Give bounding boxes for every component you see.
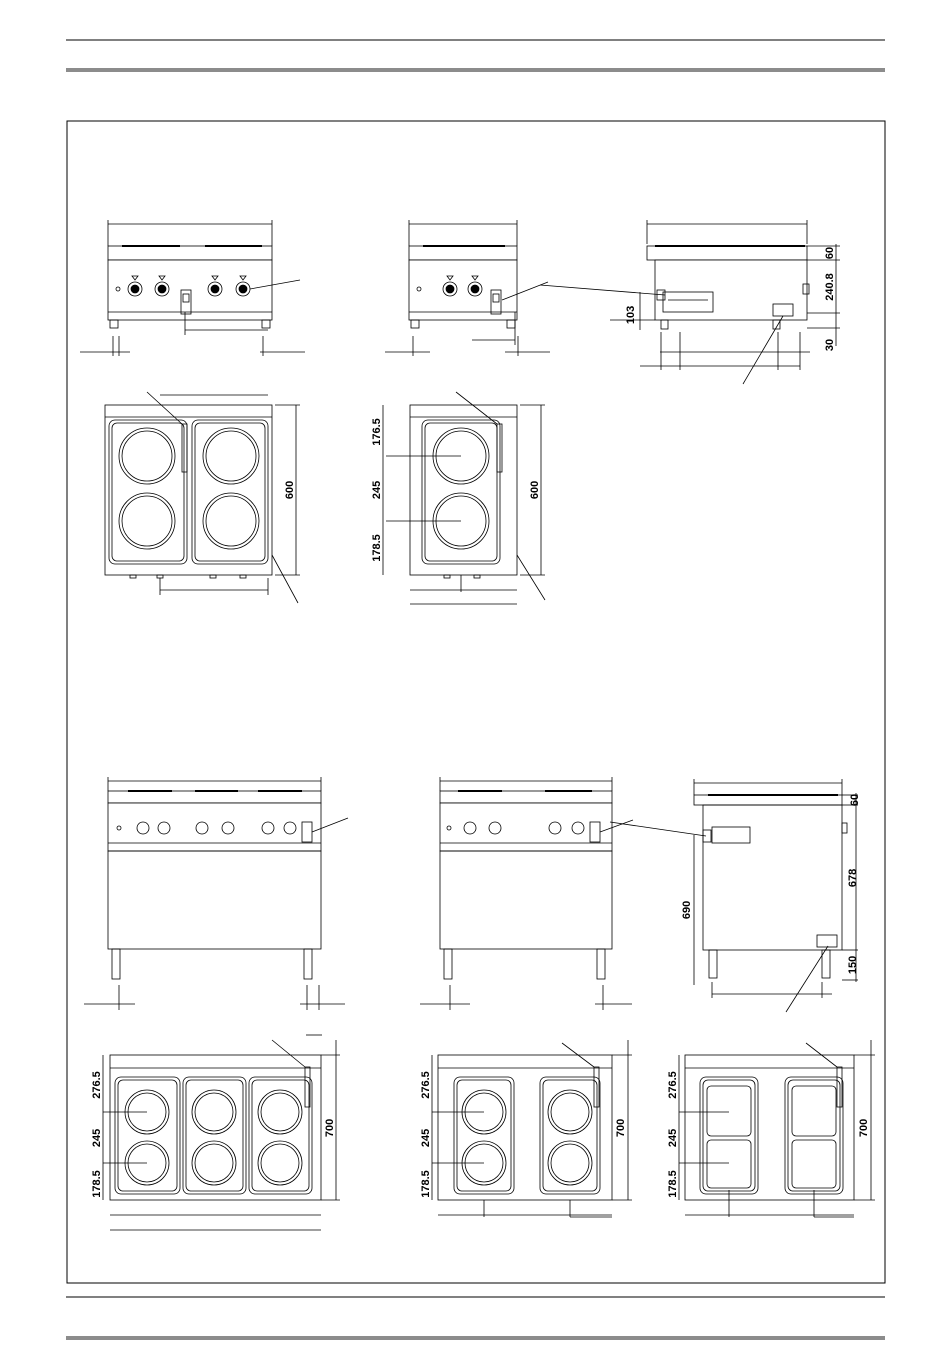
dim-big-side-body: 678 (847, 869, 859, 887)
dim-6-zone-rear: 276.5 (91, 1071, 103, 1099)
dim-side-connection-height: 103 (625, 306, 637, 324)
dim-big-side-foot: 150 (847, 956, 859, 974)
dim-4-zone-range-rear: 276.5 (420, 1071, 432, 1099)
plan-view-solid-plate-range (679, 1040, 875, 1217)
plan-view-4-zone-range (432, 1040, 632, 1217)
dim-zone-mid-2-zone: 245 (371, 481, 383, 499)
page-footer-rules (66, 1297, 885, 1340)
dim-zone-rear-2-zone: 176.5 (371, 418, 383, 446)
dim-4-zone-range-front: 178.5 (420, 1170, 432, 1198)
front-view-6-zone-range (84, 777, 348, 1010)
dim-side-foot-height: 30 (824, 339, 836, 351)
dim-4-zone-range-depth: 700 (615, 1119, 627, 1137)
dim-solid-range-mid: 245 (667, 1129, 679, 1147)
dim-top-depth-4-zone: 600 (284, 481, 296, 499)
dim-solid-range-front: 178.5 (667, 1170, 679, 1198)
dim-side-top-height: 60 (824, 247, 836, 259)
plan-view-6-zone-range (103, 1035, 340, 1230)
front-view-2-zone-top (385, 220, 550, 356)
dim-top-depth-2-zone: 600 (529, 481, 541, 499)
page-header-rules (66, 40, 885, 72)
dim-6-zone-depth: 700 (324, 1119, 336, 1137)
front-view-4-zone-top (80, 220, 305, 356)
dim-solid-range-rear: 276.5 (667, 1071, 679, 1099)
front-view-4-zone-range (420, 777, 633, 1010)
dim-zone-front-2-zone: 178.5 (371, 534, 383, 562)
dim-big-side-conn: 690 (681, 901, 693, 919)
plan-view-2-zone-top (383, 392, 545, 604)
dim-side-mid-height: 240.8 (824, 273, 836, 301)
dim-big-side-top: 60 (849, 794, 861, 806)
dim-6-zone-mid: 245 (91, 1129, 103, 1147)
dim-6-zone-front: 178.5 (91, 1170, 103, 1198)
side-view-range (610, 779, 858, 1012)
plan-view-4-zone-top (105, 392, 300, 603)
dim-solid-range-depth: 700 (858, 1119, 870, 1137)
dim-4-zone-range-mid: 245 (420, 1129, 432, 1147)
side-view-top-models (540, 220, 840, 384)
